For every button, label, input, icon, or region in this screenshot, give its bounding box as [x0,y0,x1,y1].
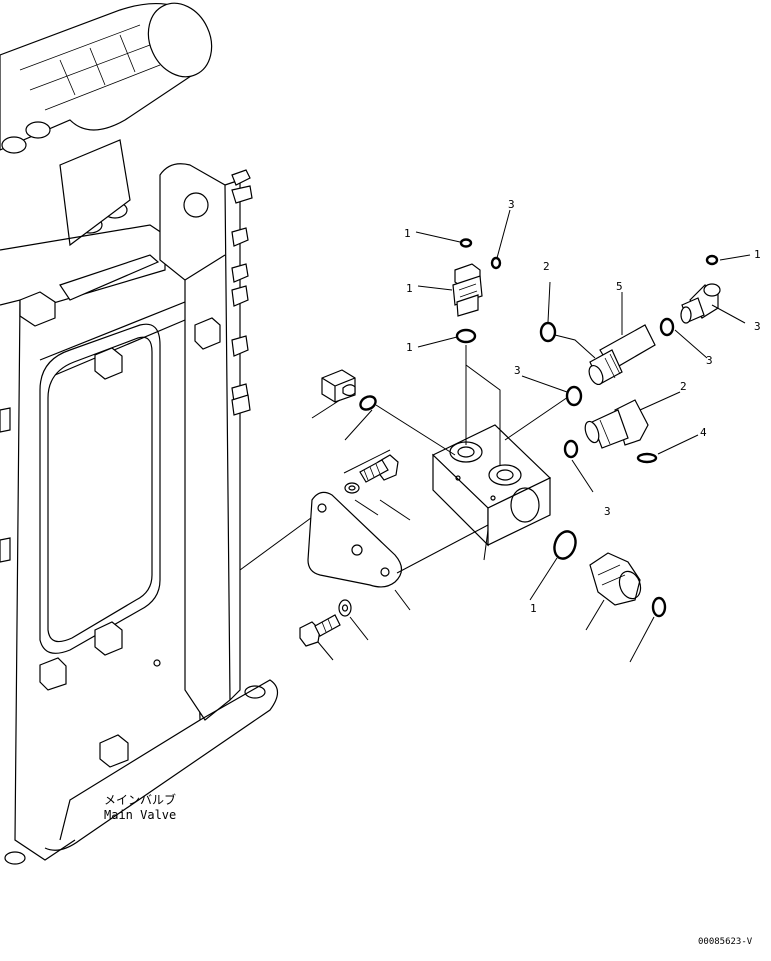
callout-3: 1 [406,282,413,295]
caption-japanese: メインバルブ [104,792,176,807]
callout-8: 3 [706,354,713,367]
callout-2: 3 [508,198,515,211]
bolt-lower [299,599,352,647]
assembly-lines [343,345,569,574]
top-nipple-fitting [452,263,483,317]
callout-numbers: 1 3 1 1 2 5 3 3 3 2 4 3 1 1 [404,198,761,615]
drawing-id: 00085623-V [698,937,753,947]
callout-7: 3 [514,364,521,377]
callout-14: 1 [530,602,537,615]
bolt-upper [344,454,399,494]
callout-9: 3 [754,320,761,333]
callout-5: 2 [543,260,550,273]
frame-pads [0,291,221,768]
callout-11: 4 [700,426,707,439]
caption-english: Main Valve [104,808,176,822]
elbow-fitting-right [680,283,721,324]
sensor-fitting [588,324,656,386]
elbow-fitting-center [584,399,649,449]
plug [311,369,356,419]
leader-lines [317,209,751,663]
callout-6: 5 [616,280,623,293]
hex-adapter [589,552,642,606]
callout-1: 1 [404,227,411,240]
main-valve-assembly [0,2,316,865]
callout-12: 3 [604,505,611,518]
flange-plate [307,491,403,588]
side-fittings [231,169,253,416]
o-rings [359,238,719,618]
callout-13: 1 [754,248,761,261]
callout-10: 2 [680,380,687,393]
callout-4: 1 [406,341,413,354]
valve-block [431,424,552,547]
